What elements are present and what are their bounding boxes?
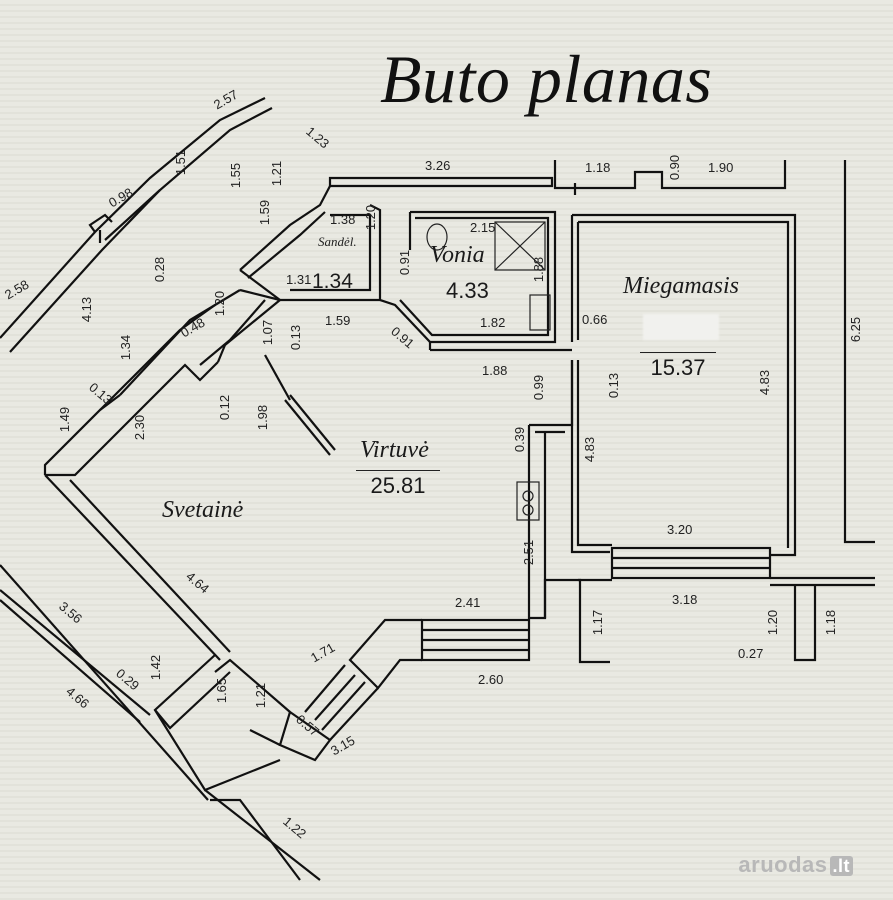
dimension-label: 4.83 [582, 436, 598, 463]
dimension-label: 1.20 [212, 290, 228, 317]
dimension-label: 1.07 [260, 319, 276, 346]
dimension-label: 1.51 [173, 149, 189, 176]
wall-top-mid [328, 176, 554, 188]
dimension-label: 0.39 [512, 426, 528, 453]
walls [0, 97, 875, 881]
dimension-label: 1.59 [325, 313, 351, 328]
wall-bedroom-outer [572, 213, 797, 557]
dimension-label: 1.21 [253, 682, 269, 709]
room-name-vonia: Vonia [430, 242, 485, 268]
room-area-vonia: 4.33 [446, 278, 489, 303]
logo-suffix: .lt [829, 856, 853, 876]
dimension-label: 1.59 [257, 199, 273, 226]
dimension-label: 1.55 [228, 162, 244, 189]
room-name-svetaine: Svetainė [162, 497, 244, 523]
dimension-label: 1.98 [255, 404, 271, 431]
bathroom-fixtures [426, 221, 551, 331]
dimension-label: 1.42 [148, 654, 164, 681]
dimension-label: 2.30 [132, 414, 148, 441]
room-name-miegamasis: Miegamasis [623, 273, 739, 299]
dimension-label: 4.13 [79, 296, 95, 323]
dimension-label: 1.18 [585, 160, 611, 175]
dimension-label: 1.38 [330, 212, 356, 227]
aruodas-logo: aruodas.lt [738, 852, 853, 878]
dimension-label: 0.91 [397, 249, 413, 276]
dimension-label: 0.27 [738, 646, 764, 661]
dimension-label: 4.83 [757, 369, 773, 396]
dimension-label: 3.26 [425, 158, 451, 173]
dimension-label: 2.41 [455, 595, 481, 610]
dimension-label: 1.90 [708, 160, 734, 175]
dimension-label: 0.13 [288, 324, 304, 351]
dimension-label: 1.21 [269, 160, 285, 187]
dimension-label: 0.99 [531, 374, 547, 401]
room-area-sandel: 1.34 [312, 270, 353, 293]
dimension-label: 1.88 [531, 256, 547, 283]
page-title: Buto planas [380, 41, 713, 117]
dimension-label: 0.13 [606, 372, 622, 399]
dimension-label: 1.18 [823, 609, 839, 636]
dimension-label: 2.60 [478, 672, 504, 687]
dimension-label: 0.90 [667, 154, 683, 181]
dimension-label: 1.31 [286, 272, 312, 287]
dimension-label: 0.12 [217, 394, 233, 421]
stove-symbol [516, 481, 540, 521]
dimension-label: 1.20 [363, 204, 379, 231]
redacted-patch [643, 314, 719, 340]
dimension-label: 1.82 [480, 315, 506, 330]
dimension-label: 3.20 [667, 522, 693, 537]
dimension-label: 2.51 [521, 539, 537, 566]
dimension-label: 3.18 [672, 592, 698, 607]
dimension-label: 0.66 [582, 312, 608, 327]
room-name-virtuve: Virtuvė [360, 437, 429, 463]
dimension-label: 1.65 [214, 677, 230, 704]
dimension-label: 2.15 [470, 220, 496, 235]
room-area-miegamasis: 15.37 [640, 352, 716, 381]
dimension-label: 1.88 [482, 363, 508, 378]
room-area-virtuve: 25.81 [356, 470, 440, 499]
room-name-sandel: Sandėl. [318, 234, 357, 249]
dimension-label: 1.20 [765, 609, 781, 636]
dimension-label: 1.34 [118, 334, 134, 361]
dimension-label: 1.49 [57, 406, 73, 433]
shower-tray [494, 221, 546, 271]
wall-top-right [553, 160, 787, 190]
logo-text: aruodas [738, 852, 828, 877]
dimension-label: 6.25 [848, 316, 864, 343]
dimension-label: 0.28 [152, 256, 168, 283]
dimension-label: 1.17 [590, 609, 606, 636]
toilet [426, 223, 448, 251]
sink [529, 294, 551, 331]
